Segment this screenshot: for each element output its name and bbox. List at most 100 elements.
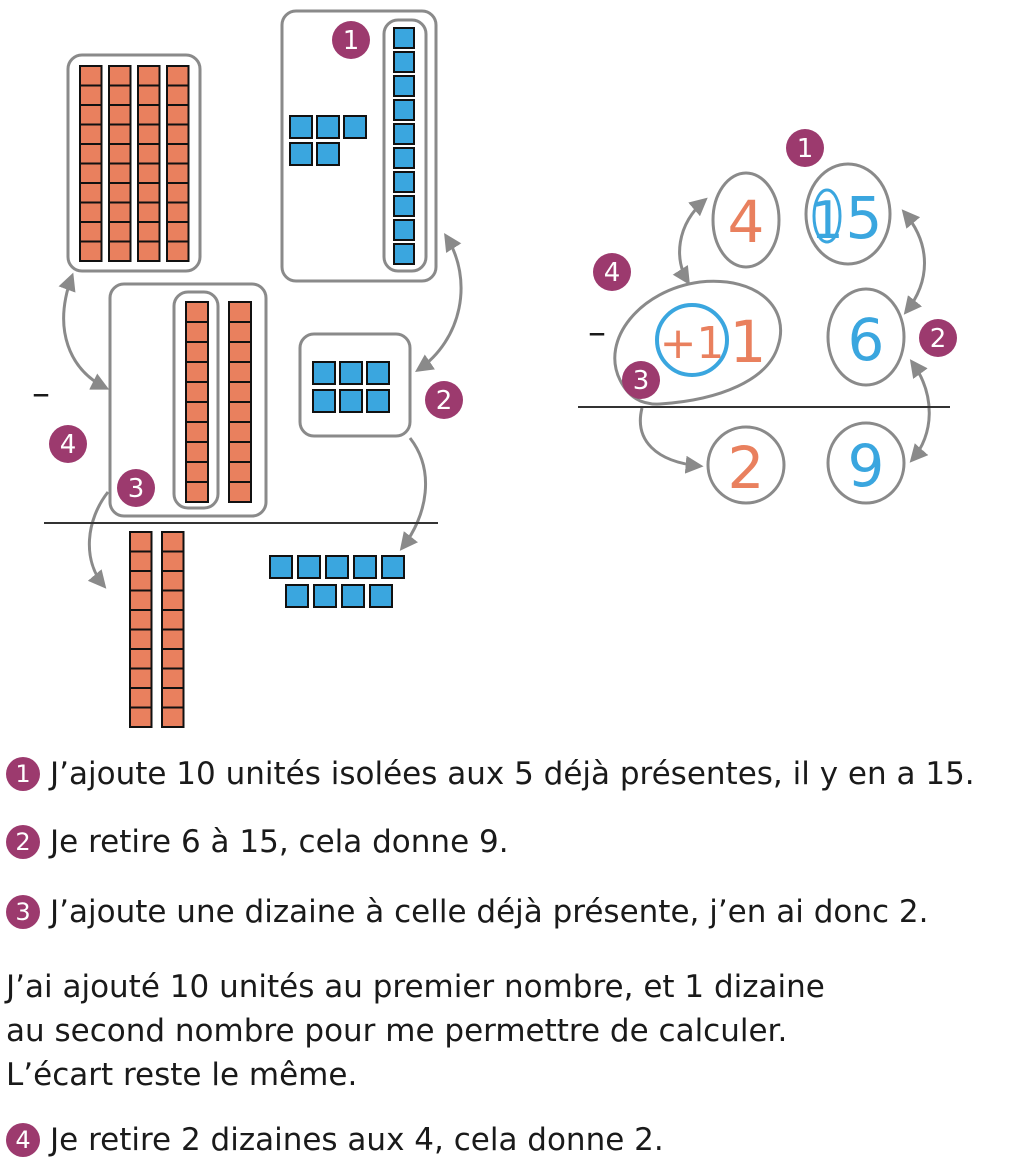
paragraph-line-3: L’écart reste le même.: [6, 1057, 358, 1093]
unit-cube: [228, 361, 252, 383]
right-oval-top-tens: [711, 171, 781, 269]
removed-unit-cube: [312, 361, 336, 385]
unit-cube: [129, 687, 153, 709]
unit-cube: [166, 65, 190, 87]
unit-cube: [228, 461, 252, 483]
unit-cube: [137, 162, 161, 184]
right-badge-2-circle: [919, 319, 957, 357]
unit-cube: [185, 421, 209, 443]
unit-cube: [161, 589, 185, 611]
unit-cube: [185, 481, 209, 503]
step-4: 4 Je retire 2 dizaines aux 4, cela donne…: [6, 1122, 664, 1158]
added-unit-cube: [393, 51, 415, 73]
unit-cube: [161, 667, 185, 689]
frame-bottom-tens: [108, 282, 268, 518]
unit-cube: [79, 221, 103, 243]
unit-cube: [166, 84, 190, 106]
right-add-ten-circle: [655, 303, 729, 377]
unit-cube: [79, 84, 103, 106]
right-top-tens: 4: [728, 188, 765, 256]
left-badge-1-circle: [332, 21, 370, 59]
arrow-right-2: [901, 209, 926, 315]
right-minus-sign: –: [588, 312, 606, 353]
top-ten-rod: [79, 65, 103, 262]
right-result-tens: 2: [728, 434, 765, 502]
step-1: 1 J’ajoute 10 unités isolées aux 5 déjà …: [6, 756, 975, 792]
step-3-badge: 3: [6, 895, 40, 929]
result-ten-rod: [129, 531, 153, 728]
right-oval-bottom-units: [826, 287, 906, 387]
unit-cube: [166, 201, 190, 223]
top-unit-cube: [316, 115, 340, 139]
right-oval-result-tens: [706, 425, 786, 505]
unit-cube: [166, 182, 190, 204]
unit-cube: [129, 550, 153, 572]
unit-cube: [137, 65, 161, 87]
removed-unit-cube: [366, 361, 390, 385]
top-unit-cube: [343, 115, 367, 139]
removed-unit-cube: [366, 389, 390, 413]
top-unit-cube: [316, 142, 340, 166]
unit-cube: [108, 240, 132, 262]
added-unit-cube: [393, 123, 415, 145]
unit-cube: [79, 143, 103, 165]
unit-cube: [129, 648, 153, 670]
frame-removed-units: [298, 332, 412, 438]
right-badge-1-circle: [786, 129, 824, 167]
top-ten-rod: [166, 65, 190, 262]
unit-cube: [79, 182, 103, 204]
unit-cube: [228, 301, 252, 323]
unit-cube: [228, 481, 252, 503]
unit-cube: [228, 341, 252, 363]
arrow-left-3: [87, 491, 110, 589]
unit-cube: [129, 667, 153, 689]
unit-cube: [161, 550, 185, 572]
unit-cube: [137, 221, 161, 243]
left-badge-4-circle: [49, 425, 87, 463]
added-unit-cube: [393, 171, 415, 193]
right-oval-result-units: [826, 421, 906, 505]
frame-added-units-rod: [382, 18, 428, 273]
step-4-text: Je retire 2 dizaines aux 4, cela donne 2…: [50, 1122, 664, 1158]
unit-cube: [185, 361, 209, 383]
unit-cube: [79, 162, 103, 184]
step-4-badge: 4: [6, 1123, 40, 1157]
unit-cube: [137, 182, 161, 204]
arrow-right-3: [639, 407, 704, 474]
unit-cube: [185, 321, 209, 343]
unit-cube: [137, 143, 161, 165]
frame-added-ten-rod: [172, 290, 220, 510]
unit-cube: [166, 162, 190, 184]
right-badge-4-circle: [593, 253, 631, 291]
bottom-ten-rod: [185, 301, 209, 503]
unit-cube: [108, 123, 132, 145]
right-oval-bottom-left: [613, 279, 783, 406]
unit-cube: [161, 648, 185, 670]
step-1-text: J’ajoute 10 unités isolées aux 5 déjà pr…: [50, 756, 975, 792]
unit-cube: [185, 381, 209, 403]
unit-cube: [108, 201, 132, 223]
step-2: 2 Je retire 6 à 15, cela donne 9.: [6, 824, 509, 860]
frame-top-units: [280, 9, 438, 283]
unit-cube: [166, 123, 190, 145]
unit-cube: [108, 182, 132, 204]
left-badge-3-label: 3: [128, 474, 145, 504]
result-unit-cube: [325, 555, 349, 579]
unit-cube: [129, 589, 153, 611]
unit-cube: [129, 531, 153, 553]
result-unit-cube: [381, 555, 405, 579]
unit-cube: [79, 123, 103, 145]
right-badge-1-label: 1: [797, 134, 814, 164]
right-bottom-add: +1: [660, 318, 725, 369]
top-ten-rod: [108, 65, 132, 262]
result-unit-cube: [353, 555, 377, 579]
unit-cube: [185, 301, 209, 323]
unit-cube: [129, 609, 153, 631]
left-badge-2-circle: [425, 381, 463, 419]
added-unit-cube: [393, 147, 415, 169]
unit-cube: [161, 687, 185, 709]
unit-cube: [185, 401, 209, 423]
unit-cube: [185, 341, 209, 363]
unit-cube: [161, 609, 185, 631]
result-unit-cube: [341, 584, 365, 608]
